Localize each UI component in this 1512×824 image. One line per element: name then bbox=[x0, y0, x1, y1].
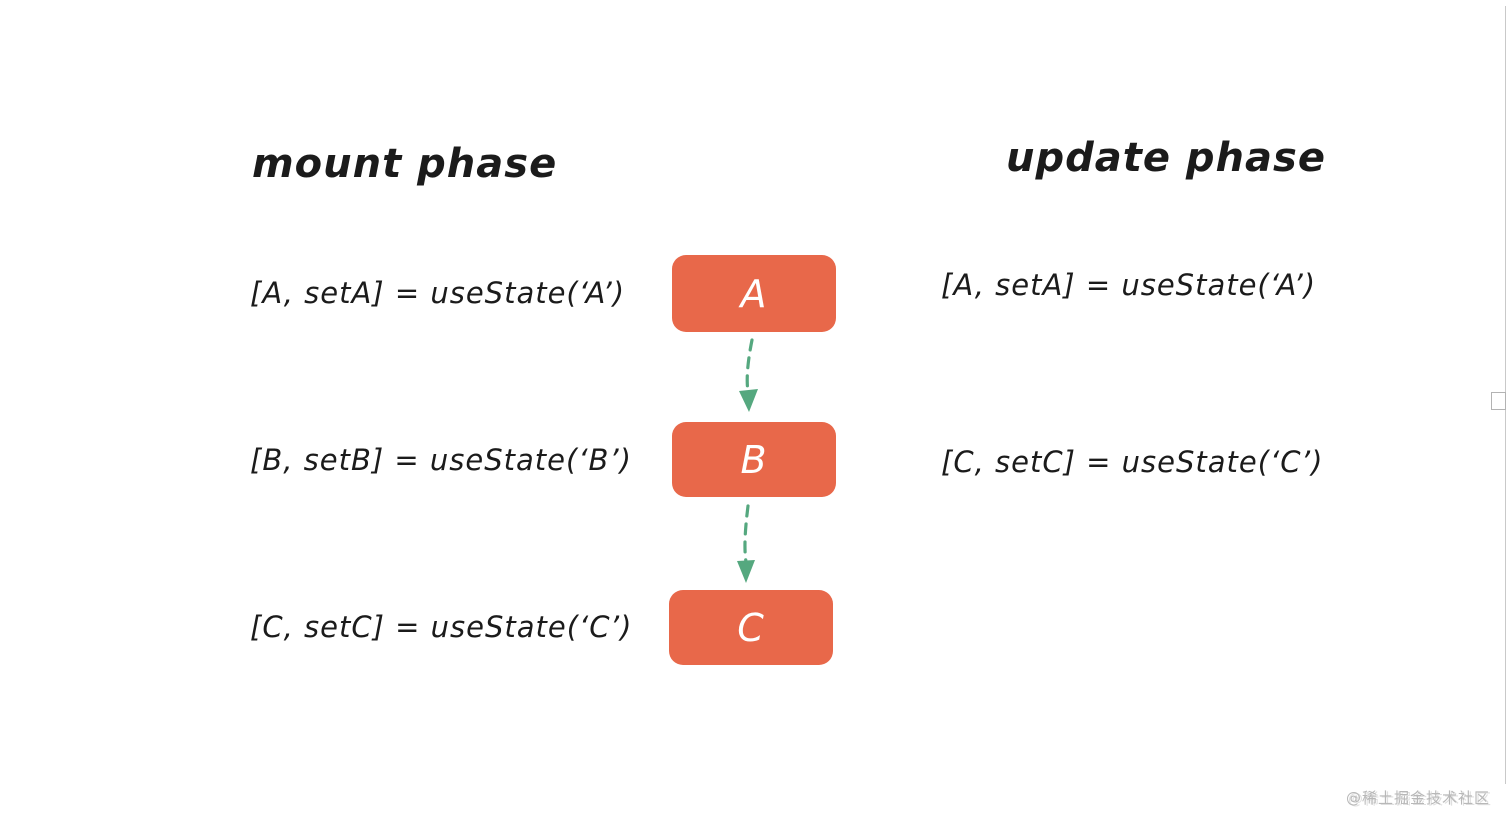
mount-phase-title: mount phase bbox=[252, 141, 558, 187]
mount-hook-c: [C, setC] = useState(‘C’) bbox=[250, 610, 633, 644]
arrow-b-to-c-icon bbox=[737, 504, 755, 583]
update-hook-c: [C, setC] = useState(‘C’) bbox=[941, 445, 1324, 479]
node-b-label: B bbox=[740, 437, 768, 482]
scrollbar-handle[interactable] bbox=[1491, 392, 1506, 410]
mount-hook-a: [A, setA] = useState(‘A’) bbox=[250, 276, 626, 310]
node-c-label: C bbox=[737, 605, 765, 650]
node-c: C bbox=[669, 590, 833, 665]
watermark: @稀土掘金技术社区 bbox=[1345, 789, 1490, 807]
node-b: B bbox=[672, 422, 836, 497]
arrow-a-to-b-icon bbox=[739, 338, 758, 412]
node-a-label: A bbox=[740, 271, 768, 316]
update-phase-title: update phase bbox=[1006, 135, 1326, 181]
node-a: A bbox=[672, 255, 836, 332]
mount-hook-b: [B, setB] = useState(‘B’) bbox=[250, 443, 632, 477]
update-hook-a: [A, setA] = useState(‘A’) bbox=[941, 268, 1317, 302]
